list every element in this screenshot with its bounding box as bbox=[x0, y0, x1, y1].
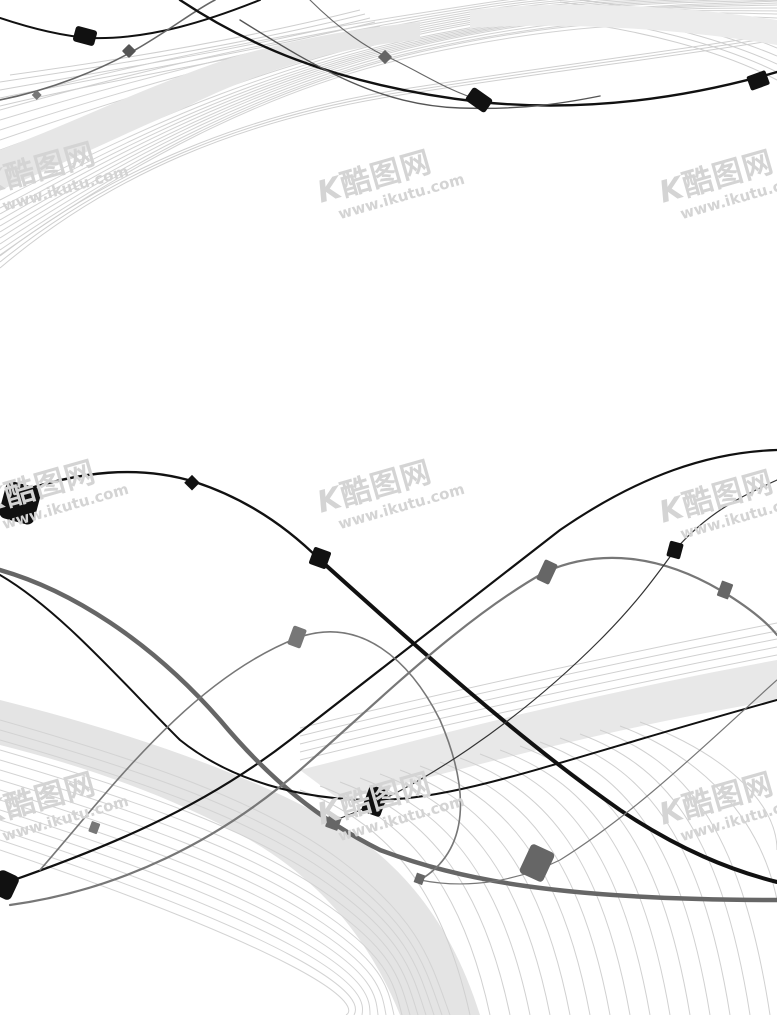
top-gray-band-right bbox=[470, 4, 777, 45]
bottom-gray-band-left bbox=[0, 700, 480, 1015]
bottom-mesh-ribbon bbox=[0, 719, 451, 1015]
bottom-mesh-fan-right bbox=[299, 622, 777, 1015]
diamond-bead-icon bbox=[716, 580, 734, 600]
top-gray-band bbox=[0, 22, 420, 190]
rounded-square-bead-icon bbox=[536, 559, 558, 585]
diamond-bead-icon bbox=[325, 813, 342, 831]
diamond-bead-icon bbox=[88, 821, 101, 835]
rounded-square-bead-icon bbox=[519, 844, 555, 882]
bottom-beads bbox=[0, 474, 734, 900]
rounded-square-bead-icon bbox=[666, 540, 684, 560]
rounded-square-bead-icon bbox=[0, 870, 19, 900]
top-beads bbox=[31, 26, 770, 113]
rounded-square-bead-icon bbox=[309, 547, 331, 569]
rounded-square-bead-icon bbox=[0, 481, 41, 525]
bottom-curves bbox=[0, 448, 777, 907]
rounded-square-bead-icon bbox=[287, 625, 307, 649]
rounded-square-bead-icon bbox=[465, 87, 493, 113]
rounded-square-bead-icon bbox=[746, 70, 770, 91]
rounded-square-bead-icon bbox=[72, 26, 98, 46]
diamond-bead-icon bbox=[413, 872, 426, 886]
diamond-bead-icon bbox=[184, 474, 200, 491]
bottom-gray-band-right bbox=[300, 660, 777, 800]
rounded-square-bead-icon bbox=[361, 785, 389, 817]
diamond-bead-icon bbox=[377, 49, 393, 65]
diamond-bead-icon bbox=[122, 44, 136, 58]
